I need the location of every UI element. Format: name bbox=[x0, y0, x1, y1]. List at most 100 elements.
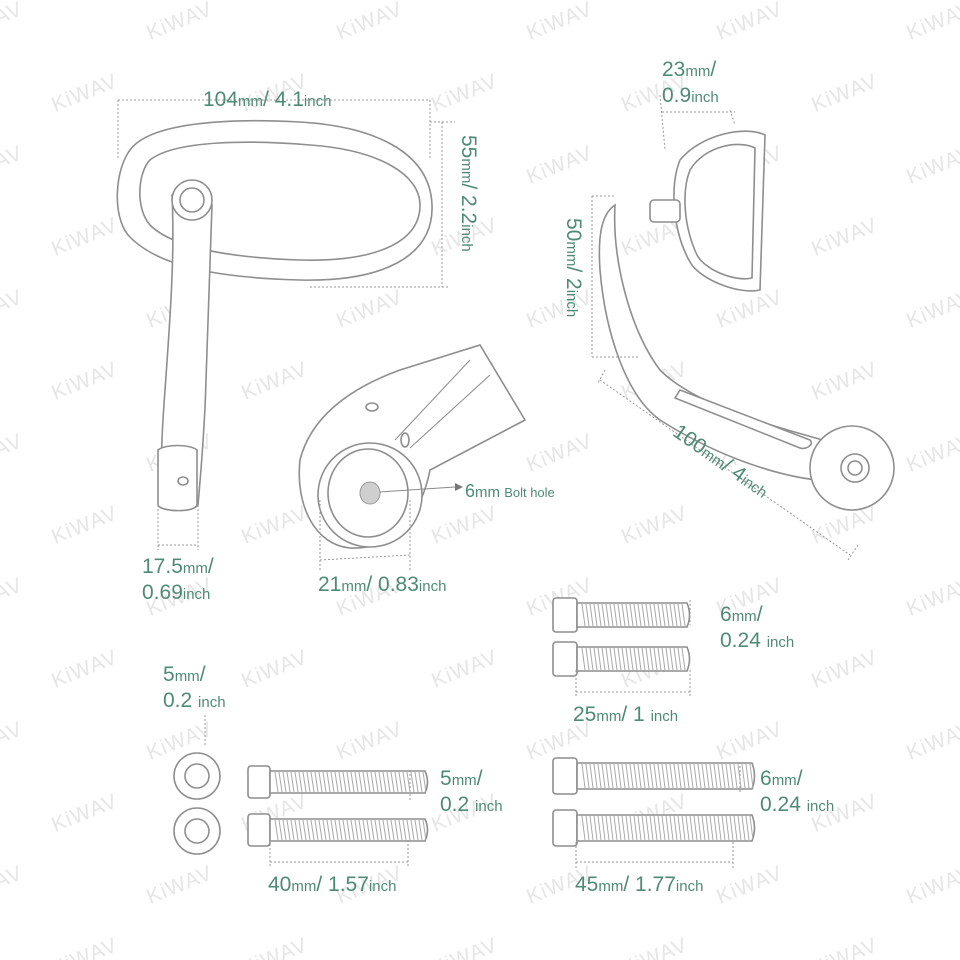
bolt-25mm-b-thread bbox=[673, 647, 678, 671]
bolt-45mm-b-thread bbox=[709, 815, 714, 841]
bolt-40mm-a-thread bbox=[398, 771, 403, 793]
bolt-45mm-a-thread bbox=[665, 763, 670, 789]
washer-label: 5mm/ 0.2 inch bbox=[163, 663, 226, 712]
washer-2-inner bbox=[184, 818, 210, 844]
bolt-45mm-a-thread bbox=[593, 763, 598, 789]
bolt-25mm-a-thread bbox=[585, 603, 590, 627]
bolt-40mm-a-thread bbox=[298, 771, 303, 793]
bolt-25mm-b-thread bbox=[581, 647, 586, 671]
bolt-45mm-b-thread bbox=[713, 815, 718, 841]
bolt-40mm-a-thread bbox=[402, 771, 407, 793]
bolt-40mm-b-head bbox=[247, 813, 271, 847]
bolt-40mm-a-thread bbox=[274, 771, 279, 793]
bolt-45mm-a-thread bbox=[657, 763, 662, 789]
bolt-45mm-a-thread bbox=[589, 763, 594, 789]
bolt-45mm-a-thread bbox=[689, 763, 694, 789]
bolt-45mm-a-thread bbox=[613, 763, 618, 789]
bolt-45mm-a-thread bbox=[709, 763, 714, 789]
bolt-40mm-a-thread bbox=[286, 771, 291, 793]
bolt-45mm-b-thread bbox=[677, 815, 682, 841]
bolt-25mm-a-thread bbox=[629, 603, 634, 627]
bolt-40mm-a-thread bbox=[386, 771, 391, 793]
bolt45-dia-label: 6mm/ 0.24 inch bbox=[760, 767, 835, 816]
bolt-40mm-b-thread bbox=[334, 819, 339, 841]
bolt-40mm-b-thread bbox=[414, 819, 419, 841]
bolt-45mm-a-thread bbox=[685, 763, 690, 789]
bolt-45mm-b-thread bbox=[629, 815, 634, 841]
bolt-25mm-b-thread bbox=[653, 647, 658, 671]
mount-closeup bbox=[298, 344, 527, 570]
hardware-dimension-lines bbox=[204, 600, 741, 868]
mount-dia-label: 21mm/ 0.83inch bbox=[318, 573, 447, 596]
bolt-45mm-b-thread bbox=[653, 815, 658, 841]
bolt-45mm-b-thread bbox=[749, 815, 754, 841]
bolt-25mm-b-thread bbox=[645, 647, 650, 671]
bolt-45mm-b-thread bbox=[625, 815, 630, 841]
bolt-40mm-b-thread bbox=[322, 819, 327, 841]
bolt-45mm-a-thread bbox=[729, 763, 734, 789]
bolt-40mm-b-thread bbox=[406, 819, 411, 841]
bolt-45mm-b-thread bbox=[601, 815, 606, 841]
mirror-height-label: 55mm/ 2.2inch bbox=[457, 135, 480, 252]
bolt-45mm-b-thread bbox=[669, 815, 674, 841]
bolt-45mm-a-thread bbox=[697, 763, 702, 789]
bolt-40mm-a-thread bbox=[314, 771, 319, 793]
bolt-hole-shading bbox=[359, 481, 381, 505]
washer-1-inner bbox=[184, 763, 210, 789]
bolt-25mm-b-thread bbox=[633, 647, 638, 671]
bolt-25mm-a-thread bbox=[677, 603, 682, 627]
side-arm bbox=[598, 203, 862, 483]
mirror-width-label: 104mm/ 4.1inch bbox=[203, 88, 332, 111]
bolt-45mm-a-thread bbox=[725, 763, 730, 789]
bolt-40mm-b-thread bbox=[398, 819, 403, 841]
bolt-40mm-a-thread bbox=[422, 771, 427, 793]
mirror-side-view bbox=[591, 94, 895, 561]
bolt-45mm-b-thread bbox=[641, 815, 646, 841]
bolt-25mm-a-thread bbox=[641, 603, 646, 627]
bolt-40mm-b-thread bbox=[422, 819, 427, 841]
bolt-25mm-b-thread bbox=[677, 647, 682, 671]
bolt-45mm-b-thread bbox=[701, 815, 706, 841]
bolt-40mm-b-thread bbox=[318, 819, 323, 841]
bolt-40mm-a-thread bbox=[374, 771, 379, 793]
bolt-45mm-b-thread bbox=[585, 815, 590, 841]
bolt-45mm-b-thread bbox=[657, 815, 662, 841]
bolt-45mm-a-thread bbox=[705, 763, 710, 789]
bolt-25mm-a-thread bbox=[633, 603, 638, 627]
bolt-40mm-a-thread bbox=[346, 771, 351, 793]
bolt-40mm-b-thread bbox=[330, 819, 335, 841]
bolt-45mm-a-thread bbox=[637, 763, 642, 789]
bolt-25mm-a-thread bbox=[661, 603, 666, 627]
bolt-40mm-b-thread bbox=[342, 819, 347, 841]
bolt-45mm-b-thread bbox=[621, 815, 626, 841]
bolt-25mm-a-thread bbox=[649, 603, 654, 627]
bolt-40mm-b-thread bbox=[390, 819, 395, 841]
bolt-25mm-b-thread bbox=[593, 647, 598, 671]
bolt-40mm-b-thread bbox=[362, 819, 367, 841]
bolt-hole-label: 6mm Bolt hole bbox=[465, 481, 555, 501]
bolt-25mm-a-thread bbox=[597, 603, 602, 627]
bolt-45mm-a-thread bbox=[693, 763, 698, 789]
bolt-40mm-b-thread bbox=[306, 819, 311, 841]
bolt-45mm-b-thread bbox=[737, 815, 742, 841]
bolt-40mm-a-thread bbox=[366, 771, 371, 793]
bolt-45mm-b-thread bbox=[665, 815, 670, 841]
bolt-40mm-b-thread bbox=[278, 819, 283, 841]
bolt-45mm-a-thread bbox=[609, 763, 614, 789]
bolt-40mm-b-thread bbox=[350, 819, 355, 841]
bolt-25mm-b-thread bbox=[637, 647, 642, 671]
hardware-set bbox=[173, 597, 756, 855]
bolt-40mm-a-thread bbox=[290, 771, 295, 793]
bolt-45mm-b-thread bbox=[617, 815, 622, 841]
bolt-45mm-a-thread bbox=[601, 763, 606, 789]
bolt-45mm-a-thread bbox=[701, 763, 706, 789]
bolt-45mm-a-thread bbox=[597, 763, 602, 789]
bolt-40mm-a-thread bbox=[418, 771, 423, 793]
bolt-45mm-a-thread bbox=[625, 763, 630, 789]
bolt-45mm-b-thread bbox=[605, 815, 610, 841]
bolt-40mm-b-thread bbox=[310, 819, 315, 841]
bolt-40mm-a-thread bbox=[414, 771, 419, 793]
bolt-25mm-a-thread bbox=[593, 603, 598, 627]
bolt-25mm-b-thread bbox=[597, 647, 602, 671]
